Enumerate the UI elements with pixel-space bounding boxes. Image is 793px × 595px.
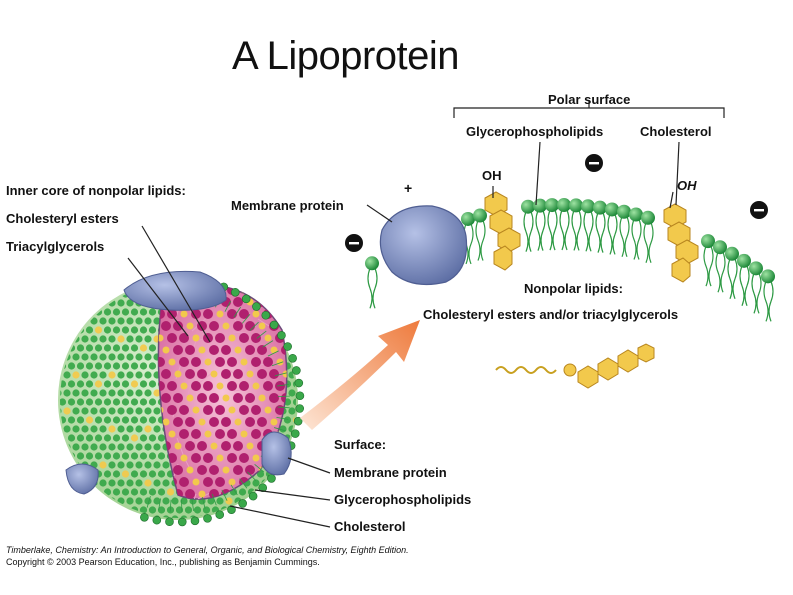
sphere-protein-right	[261, 431, 292, 476]
leader-lines	[127, 141, 680, 528]
cholesterol-molecule-left	[484, 191, 521, 271]
sphere-protein-top	[123, 270, 227, 311]
glycerophospholipids-label-bottom: Glycerophospholipids	[334, 492, 472, 507]
credit-line-1: Timberlake, Chemistry: An Introduction t…	[6, 545, 409, 555]
nonpolar-lipids-label: Nonpolar lipids:	[524, 281, 623, 296]
positive-charge-sign: +	[404, 180, 413, 196]
page-title: A Lipoprotein	[232, 34, 460, 78]
polar-surface-label: Polar surface	[548, 92, 631, 107]
surface-label: Surface:	[334, 437, 387, 452]
membrane-segment	[345, 154, 775, 322]
oh-label-left: OH	[482, 168, 502, 183]
cholesterol-molecule-right	[663, 203, 699, 283]
cholesterol-label-top: Cholesterol	[640, 124, 712, 139]
cholesteryl-esters-label: Cholesteryl esters	[6, 211, 119, 226]
membrane-protein-label-bottom: Membrane protein	[334, 465, 447, 480]
polar-surface-bracket	[453, 107, 725, 118]
sphere-protein-left	[65, 463, 99, 495]
triacylglycerols-label: Triacylglycerols	[6, 239, 105, 254]
oh-label-right: OH	[677, 178, 697, 193]
membrane-protein-label-top: Membrane protein	[231, 198, 344, 213]
nonpolar-lipid-molecule	[495, 343, 655, 389]
inner-core-label: Inner core of nonpolar lipids:	[6, 183, 186, 198]
cholesterol-label-bottom: Cholesterol	[334, 519, 406, 534]
nonpolar-lipids-detail: Cholesteryl esters and/or triacylglycero…	[423, 307, 679, 322]
glycerophospholipids-label-top: Glycerophospholipids	[466, 124, 604, 139]
membrane-protein-shape	[379, 205, 468, 285]
credit-line-2: Copyright © 2003 Pearson Education, Inc.…	[6, 557, 320, 567]
zoom-arrow	[300, 320, 420, 430]
lipoprotein-sphere	[58, 270, 305, 527]
